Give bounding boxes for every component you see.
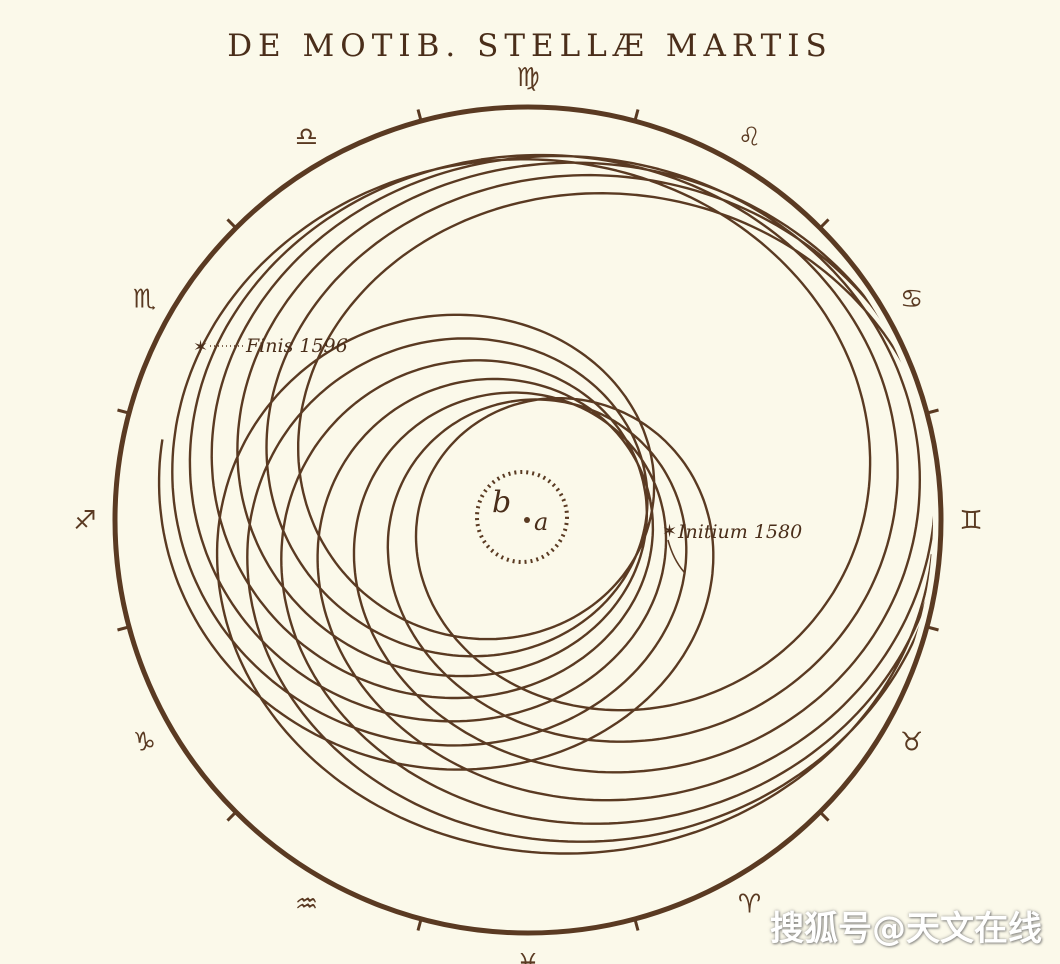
center-label-a: a [534, 508, 548, 536]
finis-label: Finis 1596 [245, 335, 348, 357]
sagittarius-sign: ♐ [73, 506, 96, 536]
page-title: DE MOTIB. STELLÆ MARTIS [227, 28, 833, 64]
sun-orbit-dotted-circle [475, 470, 569, 564]
capricorn-sign: ♑ [133, 728, 156, 758]
tick-mark [226, 809, 239, 822]
virgo-sign: ♍ [516, 63, 539, 93]
tick-mark [924, 408, 939, 416]
pisces-sign: ♓ [516, 949, 539, 964]
tick-mark [226, 218, 239, 231]
outer-circle [112, 104, 944, 936]
finis-annotation: ✶ Finis 1596 [193, 335, 348, 358]
gemini-sign: ♊ [959, 506, 982, 536]
aquarius-sign: ♒ [295, 890, 318, 920]
star-marker-icon: ✶ [193, 337, 208, 358]
center-point [524, 517, 530, 523]
star-marker-icon: ✶ [662, 521, 677, 542]
tick-mark [117, 624, 132, 632]
tick-marks [117, 109, 939, 931]
mars-orbit-path [157, 153, 933, 855]
watermark: 搜狐号@天文在线 [770, 909, 1042, 949]
tick-mark [817, 218, 830, 231]
tick-mark [416, 916, 424, 931]
initium-label: Initium 1580 [677, 521, 802, 543]
leo-sign: ♌ [738, 122, 761, 152]
taurus-sign: ♉ [900, 728, 923, 758]
tick-mark [632, 916, 640, 931]
tick-mark [117, 408, 132, 416]
libra-sign: ♎ [295, 122, 318, 152]
tick-mark [924, 624, 939, 632]
tick-mark [817, 809, 830, 822]
zodiac-signs: ♌ ♋ ♊ ♉ ♈ ♓ ♒ ♑ ♐ ♏ ♎ ♍ [73, 63, 982, 964]
scorpio-sign: ♏ [133, 285, 156, 315]
tick-mark [632, 109, 640, 124]
tick-mark [416, 109, 424, 124]
initium-annotation: ✶ Initium 1580 [662, 521, 802, 573]
cancer-sign: ♋ [900, 285, 923, 315]
center-label-b: b [492, 485, 511, 520]
aries-sign: ♈ [738, 890, 761, 920]
